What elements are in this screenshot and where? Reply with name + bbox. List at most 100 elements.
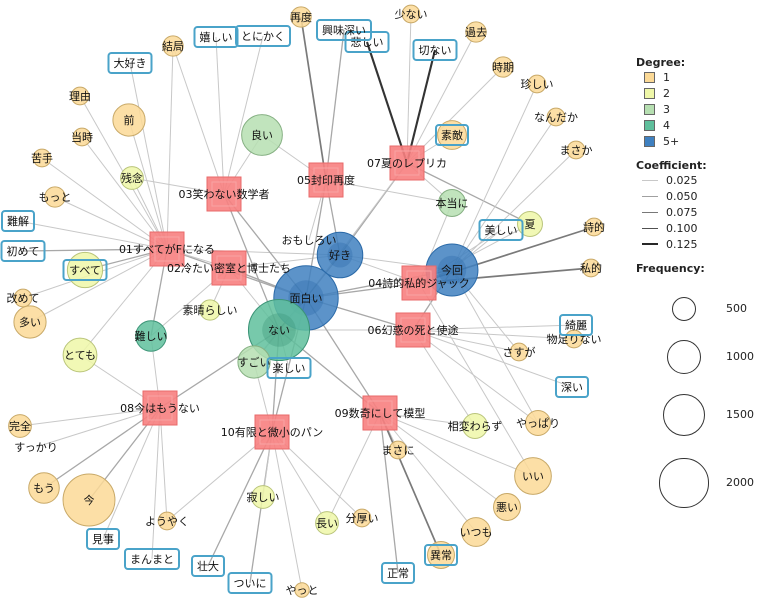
word-label: 当時 bbox=[71, 130, 93, 144]
edge bbox=[405, 49, 437, 164]
word-label: 夏 bbox=[525, 218, 536, 231]
word-label: もっと bbox=[39, 191, 72, 204]
category-node-inner bbox=[259, 419, 285, 445]
frequency-legend-title: Frequency: bbox=[636, 262, 705, 275]
frequency-circle bbox=[671, 296, 697, 322]
coefficient-line bbox=[642, 227, 658, 229]
frequency-label: 2000 bbox=[726, 476, 754, 489]
word-node-circle bbox=[584, 217, 604, 237]
word-label: 結局 bbox=[162, 39, 184, 53]
highlight-box bbox=[412, 39, 458, 61]
frequency-label: 500 bbox=[726, 302, 747, 315]
word-label: おもしろい bbox=[282, 234, 337, 247]
word-label: 難しい bbox=[135, 330, 168, 343]
frequency-label: 1000 bbox=[726, 350, 754, 363]
coefficient-line bbox=[642, 179, 658, 181]
edge bbox=[172, 45, 225, 195]
coefficient-label: 0.125 bbox=[666, 237, 698, 251]
edge bbox=[207, 431, 273, 567]
highlight-box bbox=[227, 572, 273, 594]
word-node-core bbox=[327, 242, 353, 268]
highlight-box bbox=[0, 240, 46, 262]
edge bbox=[128, 119, 168, 250]
word-node-circle bbox=[290, 6, 312, 28]
degree-swatch bbox=[644, 71, 655, 83]
category-node bbox=[254, 414, 290, 450]
word-label: 相変わらず bbox=[448, 419, 503, 433]
word-label: さすが bbox=[503, 345, 536, 359]
word-label: 分厚い bbox=[346, 512, 379, 525]
degree-legend-item: 5+ bbox=[636, 133, 756, 149]
word-label: 少ない bbox=[395, 8, 428, 21]
word-node-circle bbox=[251, 485, 275, 509]
degree-legend-item: 1 bbox=[636, 69, 756, 85]
word-node-circle bbox=[28, 472, 60, 504]
word-node-circle bbox=[465, 21, 487, 43]
degree-legend-title: Degree: bbox=[636, 56, 686, 69]
category-label: 05封印再度 bbox=[297, 173, 355, 187]
category-label: 04詩的私的ジャック bbox=[368, 276, 469, 290]
word-nodes bbox=[8, 4, 604, 598]
degree-legend-item: 4 bbox=[636, 117, 756, 133]
coefficient-label: 0.100 bbox=[666, 221, 698, 235]
word-label: 過去 bbox=[465, 26, 487, 39]
word-label: とても bbox=[64, 349, 96, 362]
highlight-box bbox=[381, 562, 415, 584]
category-node-inner bbox=[400, 317, 426, 343]
category-label: 08今はもうない bbox=[120, 401, 200, 415]
category-node bbox=[211, 250, 247, 286]
word-node-circle bbox=[517, 211, 543, 237]
category-node-inner bbox=[147, 395, 173, 421]
edge bbox=[379, 412, 442, 556]
word-label: 大好き bbox=[114, 56, 147, 70]
coefficient-legend-item: 0.075 bbox=[636, 204, 756, 220]
word-label: 難解 bbox=[7, 214, 29, 228]
degree-label: 1 bbox=[663, 70, 670, 84]
word-node-circle bbox=[62, 337, 98, 373]
word-label: 好き bbox=[329, 248, 351, 262]
degree-label: 2 bbox=[663, 86, 670, 100]
word-label: 素晴らしい bbox=[183, 304, 238, 317]
frequency-circle bbox=[666, 339, 702, 375]
word-label: 改めて bbox=[7, 291, 40, 305]
edge bbox=[379, 412, 534, 477]
frequency-circle bbox=[659, 458, 709, 508]
word-label: ついに bbox=[234, 577, 267, 590]
edge bbox=[451, 116, 557, 271]
word-label: とにかく bbox=[241, 30, 285, 43]
word-label: すごい bbox=[238, 355, 271, 369]
edge bbox=[451, 269, 539, 424]
edge bbox=[271, 431, 303, 591]
category-node-inner bbox=[406, 270, 432, 296]
category-label: 10有限と微小のパン bbox=[221, 425, 324, 439]
word-node-circle bbox=[247, 298, 311, 362]
edge bbox=[412, 329, 520, 353]
category-node-inner bbox=[154, 236, 180, 262]
word-node-circle bbox=[8, 414, 32, 438]
highlight-box bbox=[424, 544, 458, 566]
word-node-circle bbox=[509, 342, 529, 362]
word-node-circle bbox=[316, 231, 364, 279]
highlight-box bbox=[344, 31, 390, 53]
edge bbox=[151, 407, 161, 560]
category-node bbox=[142, 390, 178, 426]
word-node-circle bbox=[62, 473, 116, 527]
highlight-box bbox=[555, 376, 589, 398]
highlight-box bbox=[107, 52, 153, 74]
word-node-circle bbox=[157, 511, 177, 531]
degree-label: 3 bbox=[663, 102, 670, 116]
word-node-circle bbox=[462, 413, 488, 439]
word-node-circle bbox=[525, 410, 551, 436]
edge bbox=[325, 29, 345, 181]
edge bbox=[325, 179, 453, 204]
word-node-circle bbox=[461, 517, 491, 547]
degree-label: 4 bbox=[663, 118, 670, 132]
word-label: 理由 bbox=[69, 89, 91, 103]
frequency-circle bbox=[662, 393, 706, 437]
word-label: 興味深い bbox=[322, 24, 366, 37]
category-node bbox=[389, 145, 425, 181]
edge bbox=[102, 407, 161, 540]
labels: 面白いない今回今好き良いいいすべてとてもすごい前多い難しいもう素敵いつも本当に異… bbox=[0, 8, 605, 597]
coefficient-line bbox=[642, 195, 658, 197]
